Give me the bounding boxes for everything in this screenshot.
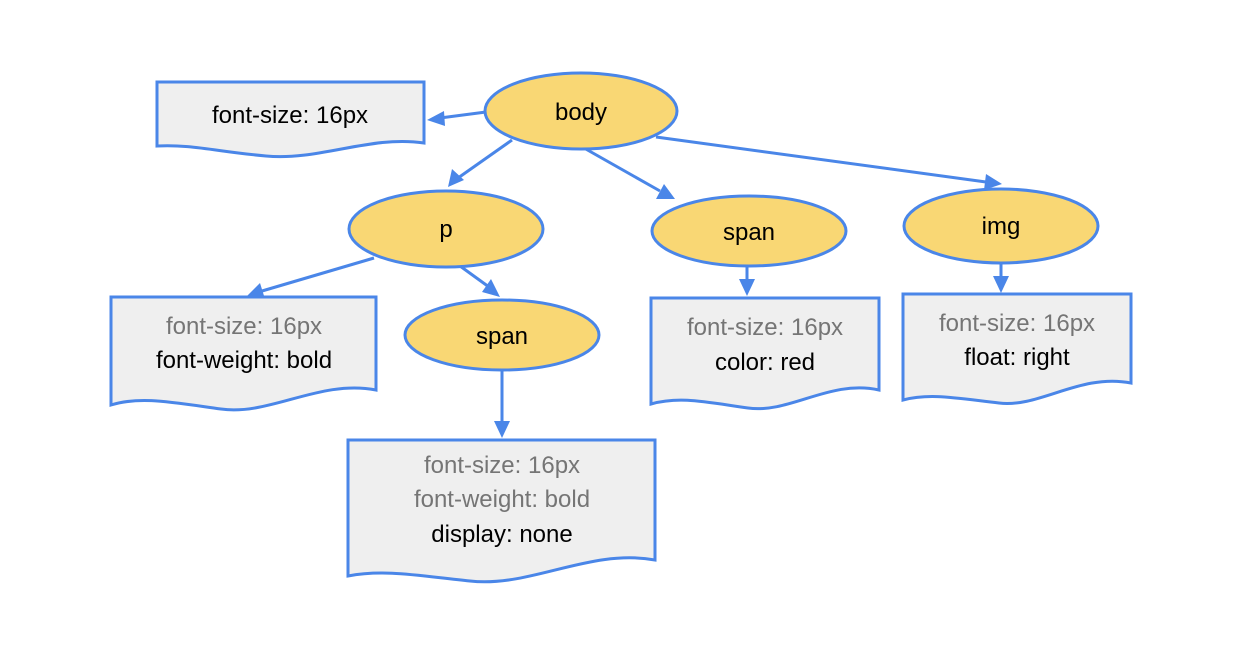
style-line: color: red [715,349,815,376]
style-line: font-size: 16px [424,452,580,479]
node-img: img [902,187,1100,265]
style-line: font-weight: bold [156,347,332,374]
node-label: img [982,213,1021,240]
arrowhead-body-p [448,169,464,187]
style-line: font-size: 16px [687,314,843,341]
arrowhead-span-in-p-style [494,421,510,438]
arrowhead-span-style [739,279,755,296]
style-line: font-size: 16px [939,310,1095,337]
style-box-img: font-size: 16px float: right [901,292,1133,405]
arrowhead-body-style [427,111,445,126]
style-line: font-size: 16px [212,102,368,129]
style-line: float: right [964,344,1070,371]
style-line: font-size: 16px [166,313,322,340]
style-line: font-weight: bold [414,486,590,513]
style-line: display: none [431,521,572,548]
arrowhead-img-style [993,276,1009,293]
node-label: body [555,99,607,126]
style-box-body: font-size: 16px [155,80,426,159]
node-label: p [439,216,452,243]
node-span-in-p: span [403,298,601,372]
arrowhead-body-img [984,174,1002,190]
style-box-span: font-size: 16px color: red [649,296,881,411]
edge-p-to-style [261,256,375,293]
edge-p-to-span [459,264,490,289]
style-box-span-in-p: font-size: 16px font-weight: bold displa… [346,438,657,584]
style-box-p: font-size: 16px font-weight: bold [109,295,378,412]
arrowhead-body-span [656,184,675,199]
node-label: span [723,219,775,246]
arrowhead-p-style [247,283,265,299]
node-body: body [483,71,679,151]
edges [247,110,1009,438]
arrowhead-p-span [482,279,500,297]
node-span: span [650,194,848,268]
node-p: p [347,189,545,269]
edge-body-to-span [583,146,661,193]
edge-body-to-p [457,138,513,180]
edge-body-to-img [655,135,987,184]
node-label: span [476,323,528,350]
edge-body-to-style [439,110,487,120]
